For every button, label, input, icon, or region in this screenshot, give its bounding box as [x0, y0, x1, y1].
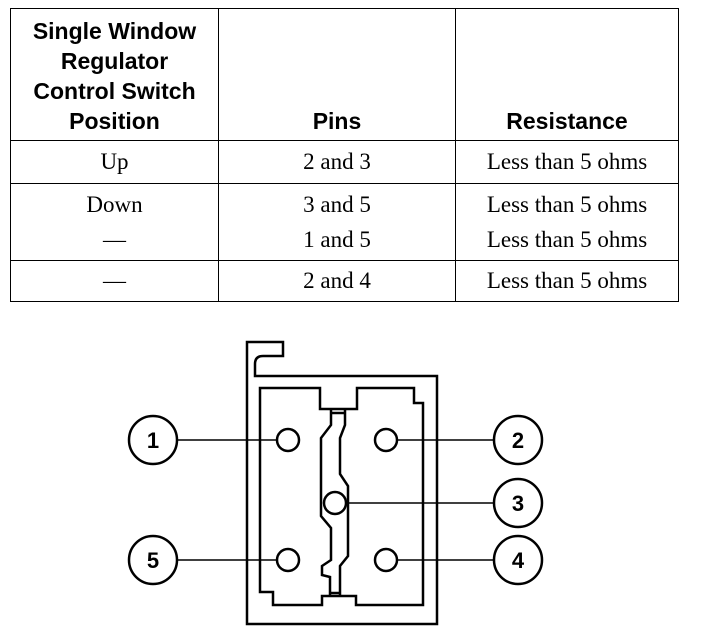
pin-label-2: 2: [512, 428, 524, 453]
pin-hole-1: [275, 427, 301, 453]
header-position-line-4: Position: [69, 108, 160, 134]
table-row: Down — 3 and 5 1 and 5 Less than 5 ohms …: [10, 183, 679, 261]
pin-label-5: 5: [147, 548, 159, 573]
cell-position: Up: [10, 140, 219, 184]
pin-label-1: 1: [147, 428, 159, 453]
callout-circle-1: [127, 414, 179, 466]
callout-circle-3: [492, 477, 544, 529]
cell-position: —: [10, 260, 219, 302]
connector-body-outline: [245, 340, 439, 626]
cell-position: Down —: [10, 183, 219, 261]
cell-text: Less than 5 ohms: [486, 149, 648, 174]
header-position-line-2: Regulator: [60, 48, 169, 74]
header-position: Single Window Regulator Control Switch P…: [10, 8, 219, 141]
callout-circle-5: [127, 534, 179, 586]
center-divider-right: [338, 410, 350, 596]
cell-text: Down: [86, 192, 143, 217]
pin-hole-5: [275, 547, 301, 573]
cell-resistance: Less than 5 ohms: [455, 260, 679, 302]
callout-circle-4: [492, 534, 544, 586]
cell-pins: 3 and 5 1 and 5: [218, 183, 456, 261]
connector-cavity-outline: [258, 386, 425, 607]
cell-text: —: [103, 227, 126, 252]
pin-label-4: 4: [512, 548, 525, 573]
callout-circle-2: [492, 414, 544, 466]
pin-hole-3: [322, 490, 348, 516]
header-pins: Pins: [218, 8, 456, 141]
pin-hole-4: [373, 547, 399, 573]
cell-text: 1 and 5: [303, 227, 371, 252]
cell-text: Less than 5 ohms: [486, 268, 648, 293]
cell-text: Less than 5 ohms: [486, 227, 648, 252]
switch-resistance-table: Single Window Regulator Control Switch P…: [10, 8, 679, 302]
cell-text: Less than 5 ohms: [486, 192, 648, 217]
header-position-line-3: Control Switch: [33, 78, 196, 104]
cell-text: 2 and 3: [303, 149, 371, 174]
cell-pins: 2 and 4: [218, 260, 456, 302]
center-divider: [319, 410, 333, 596]
cell-text: Up: [100, 149, 129, 174]
cell-text: 2 and 4: [303, 268, 371, 293]
cell-text: 3 and 5: [303, 192, 371, 217]
table-row: — 2 and 4 Less than 5 ohms: [10, 260, 679, 302]
table-row: Up 2 and 3 Less than 5 ohms: [10, 140, 679, 184]
cell-text: —: [103, 268, 126, 293]
cell-resistance: Less than 5 ohms Less than 5 ohms: [455, 183, 679, 261]
pin-hole-2: [373, 427, 399, 453]
cell-resistance: Less than 5 ohms: [455, 140, 679, 184]
pin-label-3: 3: [512, 491, 524, 516]
header-position-line-1: Single Window: [32, 18, 197, 44]
